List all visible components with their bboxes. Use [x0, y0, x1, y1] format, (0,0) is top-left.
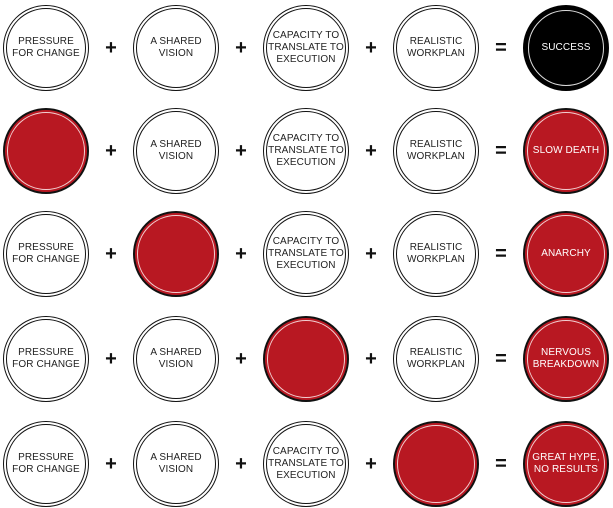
pressure-for-change-circle: PRESSURE FOR CHANGE [3, 316, 89, 402]
shared-vision-circle: A SHARED VISION [133, 421, 219, 507]
capacity-to-execute-circle: CAPACITY TO TRANSLATE TO EXECUTION [263, 108, 349, 194]
circle-label: PRESSURE FOR CHANGE [12, 452, 80, 475]
circle-label: CAPACITY TO TRANSLATE TO EXECUTION [268, 30, 344, 65]
circle-label: SLOW DEATH [532, 145, 600, 156]
circle-label: A SHARED VISION [150, 347, 202, 370]
plus-sign: + [235, 243, 247, 265]
realistic-workplan-circle: REALISTIC WORKPLAN [393, 5, 479, 91]
realistic-workplan-circle: REALISTIC WORKPLAN [393, 316, 479, 402]
circle-label: A SHARED VISION [150, 139, 202, 162]
shared-vision-circle: A SHARED VISION [133, 316, 219, 402]
circle-label: NERVOUS BREAKDOWN [532, 347, 600, 370]
plus-sign: + [105, 243, 117, 265]
equals-sign: = [495, 453, 507, 475]
missing-pressure-for-change-circle [3, 108, 89, 194]
circle-label: A SHARED VISION [150, 36, 202, 59]
circle-label: CAPACITY TO TRANSLATE TO EXECUTION [268, 236, 344, 271]
missing-capacity-to-execute-circle [263, 316, 349, 402]
capacity-to-execute-circle: CAPACITY TO TRANSLATE TO EXECUTION [263, 5, 349, 91]
circle-label: REALISTIC WORKPLAN [406, 36, 466, 59]
plus-sign: + [365, 37, 377, 59]
equals-sign: = [495, 37, 507, 59]
pressure-for-change-circle: PRESSURE FOR CHANGE [3, 5, 89, 91]
equals-sign: = [495, 243, 507, 265]
capacity-to-execute-circle: CAPACITY TO TRANSLATE TO EXECUTION [263, 421, 349, 507]
shared-vision-circle: A SHARED VISION [133, 108, 219, 194]
circle-label: ANARCHY [541, 248, 591, 259]
circle-label: GREAT HYPE, NO RESULTS [532, 452, 600, 475]
plus-sign: + [235, 453, 247, 475]
circle-label: SUCCESS [541, 42, 591, 53]
circle-label: A SHARED VISION [150, 452, 202, 475]
plus-sign: + [365, 140, 377, 162]
shared-vision-circle: A SHARED VISION [133, 5, 219, 91]
plus-sign: + [105, 453, 117, 475]
circle-label: REALISTIC WORKPLAN [406, 347, 466, 370]
circle-label: CAPACITY TO TRANSLATE TO EXECUTION [268, 133, 344, 168]
pressure-for-change-circle: PRESSURE FOR CHANGE [3, 211, 89, 297]
missing-realistic-workplan-circle [393, 421, 479, 507]
missing-shared-vision-circle [133, 211, 219, 297]
circle-label: REALISTIC WORKPLAN [406, 139, 466, 162]
realistic-workplan-circle: REALISTIC WORKPLAN [393, 108, 479, 194]
plus-sign: + [235, 140, 247, 162]
pressure-for-change-circle: PRESSURE FOR CHANGE [3, 421, 89, 507]
equals-sign: = [495, 140, 507, 162]
circle-label: REALISTIC WORKPLAN [406, 242, 466, 265]
circle-label: CAPACITY TO TRANSLATE TO EXECUTION [268, 446, 344, 481]
realistic-workplan-circle: REALISTIC WORKPLAN [393, 211, 479, 297]
plus-sign: + [105, 348, 117, 370]
plus-sign: + [105, 140, 117, 162]
plus-sign: + [235, 37, 247, 59]
plus-sign: + [365, 453, 377, 475]
capacity-to-execute-circle: CAPACITY TO TRANSLATE TO EXECUTION [263, 211, 349, 297]
plus-sign: + [235, 348, 247, 370]
outcome-circle: SLOW DEATH [523, 108, 609, 194]
plus-sign: + [365, 348, 377, 370]
outcome-circle: GREAT HYPE, NO RESULTS [523, 421, 609, 507]
outcome-circle: SUCCESS [523, 5, 609, 91]
circle-label: PRESSURE FOR CHANGE [12, 347, 80, 370]
plus-sign: + [365, 243, 377, 265]
circle-label: PRESSURE FOR CHANGE [12, 36, 80, 59]
outcome-circle: NERVOUS BREAKDOWN [523, 316, 609, 402]
equals-sign: = [495, 348, 507, 370]
circle-label: PRESSURE FOR CHANGE [12, 242, 80, 265]
plus-sign: + [105, 37, 117, 59]
outcome-circle: ANARCHY [523, 211, 609, 297]
